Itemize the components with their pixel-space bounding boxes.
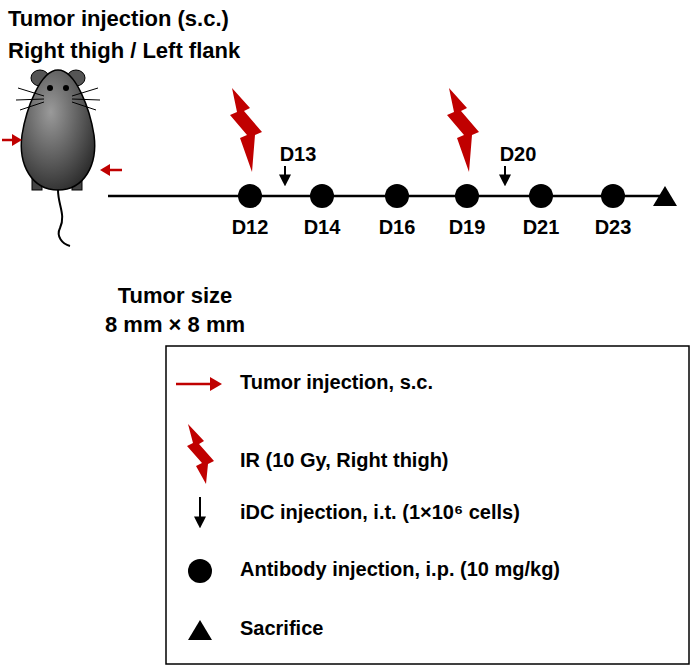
tumor-size-label: Tumor size [118, 283, 233, 308]
day-label: D20 [500, 143, 537, 166]
day-label: D23 [595, 216, 632, 239]
day-label: D12 [232, 216, 269, 239]
idc-arrow [285, 166, 505, 184]
antibody-dot [238, 184, 625, 208]
legend-text: iDC injection, i.t. (1×10⁶ cells) [240, 501, 520, 524]
legend-text: IR (10 Gy, Right thigh) [240, 449, 449, 472]
tumor-size-label: 8 mm × 8 mm [105, 312, 245, 337]
day-label: D16 [379, 216, 416, 239]
sacrifice-triangle [653, 186, 677, 206]
day-label: D19 [449, 216, 486, 239]
heading-label: Right thigh / Left flank [8, 38, 240, 63]
legend-text: Antibody injection, i.p. (10 mg/kg) [240, 558, 560, 581]
legend-text: Sacrifice [240, 617, 323, 640]
mouse-illustration [16, 70, 100, 246]
injection-arrow [2, 134, 122, 176]
legend-box [166, 346, 689, 664]
legend-text: Tumor injection, s.c. [240, 371, 433, 394]
day-label: D21 [523, 216, 560, 239]
timeline-axis [108, 195, 660, 198]
day-label: D13 [280, 143, 317, 166]
legend-symbol [176, 377, 222, 640]
heading-label: Tumor injection (s.c.) [8, 6, 229, 31]
day-label: D14 [304, 216, 341, 239]
irradiation-bolt [230, 88, 479, 172]
